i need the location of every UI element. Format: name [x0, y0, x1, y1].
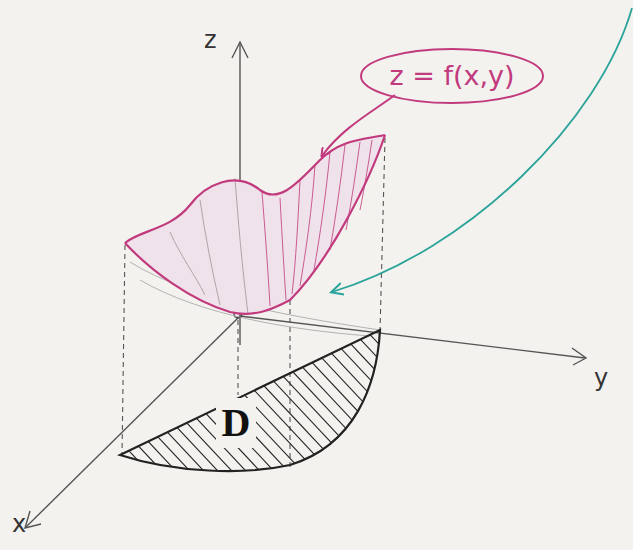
- hatch-line: [193, 325, 343, 485]
- y-arrowhead: [572, 348, 586, 365]
- region-boundary: [120, 330, 380, 471]
- hatch-line: [53, 325, 203, 485]
- hatch-line: [81, 325, 231, 485]
- hatch-line: [165, 325, 315, 485]
- hatch-line: [207, 325, 357, 485]
- hatch-line: [109, 325, 259, 485]
- dashed-line: [122, 245, 125, 455]
- region-hatching: [0, 325, 553, 485]
- hatch-line: [0, 325, 119, 485]
- bubble-ellipse: [361, 49, 543, 103]
- hatch-line: [305, 325, 455, 485]
- hatch-line: [333, 325, 483, 485]
- hatch-line: [375, 325, 525, 485]
- hatch-line: [137, 325, 287, 485]
- hatch-line: [25, 325, 175, 485]
- hatch-line: [361, 325, 511, 485]
- hatch-line: [151, 325, 301, 485]
- axis-label: z: [204, 28, 217, 52]
- y-axis: [240, 316, 585, 358]
- hatch-line: [179, 325, 329, 485]
- dashed-line: [237, 320, 238, 395]
- hatch-line: [39, 325, 189, 485]
- hatch-line: [0, 325, 133, 485]
- surface-top-edge: [125, 135, 385, 243]
- surface-hatching: [262, 140, 372, 306]
- hatch-line: [389, 325, 539, 485]
- axes: [25, 42, 586, 528]
- x-arrowhead: [25, 511, 41, 528]
- teal-pointer: [332, 8, 632, 292]
- x-axis: [26, 316, 240, 527]
- hatch-line: [403, 325, 553, 485]
- surface-shading: [170, 178, 248, 314]
- hatch-line: [0, 325, 147, 485]
- hatch-line: [249, 325, 399, 485]
- integration-region: D: [115, 325, 387, 477]
- axis-label: y: [594, 366, 608, 390]
- z-arrowhead: [232, 42, 248, 58]
- pink-pointer: [322, 95, 395, 156]
- hatch-line: [347, 325, 497, 485]
- function-label: z = f(x,y): [389, 61, 514, 91]
- region-label: D: [216, 398, 257, 448]
- hatch-line: [291, 325, 441, 485]
- axis-label: x: [12, 512, 26, 536]
- callout-bubble: z = f(x,y): [359, 47, 545, 105]
- hatch-line: [0, 325, 105, 485]
- dashed-line: [380, 138, 385, 332]
